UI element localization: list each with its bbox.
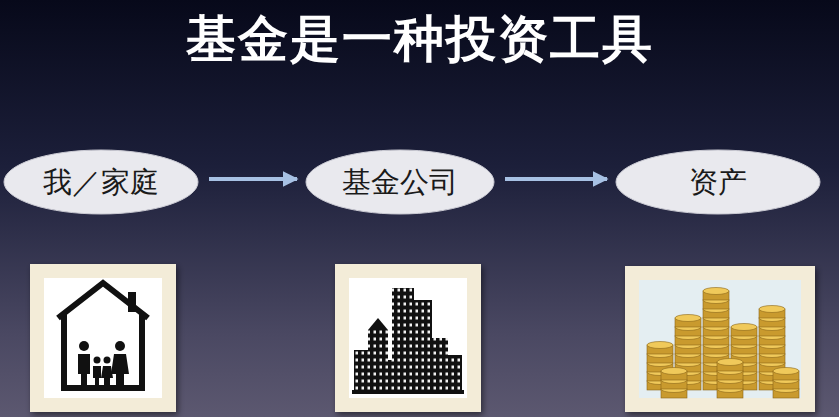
flow-arrow: [209, 177, 297, 181]
coin-top: [703, 288, 729, 295]
coin-top: [773, 368, 799, 375]
coin-top: [759, 306, 785, 313]
family-picture: [30, 264, 176, 412]
coin-top: [647, 342, 673, 349]
coin-top: [731, 324, 757, 331]
coin-top: [661, 368, 687, 375]
node-label: 资产: [689, 165, 747, 200]
coin-top: [675, 315, 701, 322]
node-label: 基金公司: [342, 165, 458, 200]
slide-title: 基金是一种投资工具: [0, 6, 839, 73]
oval-node: 资产: [615, 149, 821, 215]
company-picture: [335, 264, 481, 412]
asset-picture: [625, 266, 815, 412]
coin-top: [717, 359, 743, 366]
oval-node: 我／家庭: [3, 149, 199, 215]
oval-node: 基金公司: [305, 149, 495, 215]
node-label: 我／家庭: [43, 165, 159, 200]
flow-arrow: [505, 177, 607, 181]
